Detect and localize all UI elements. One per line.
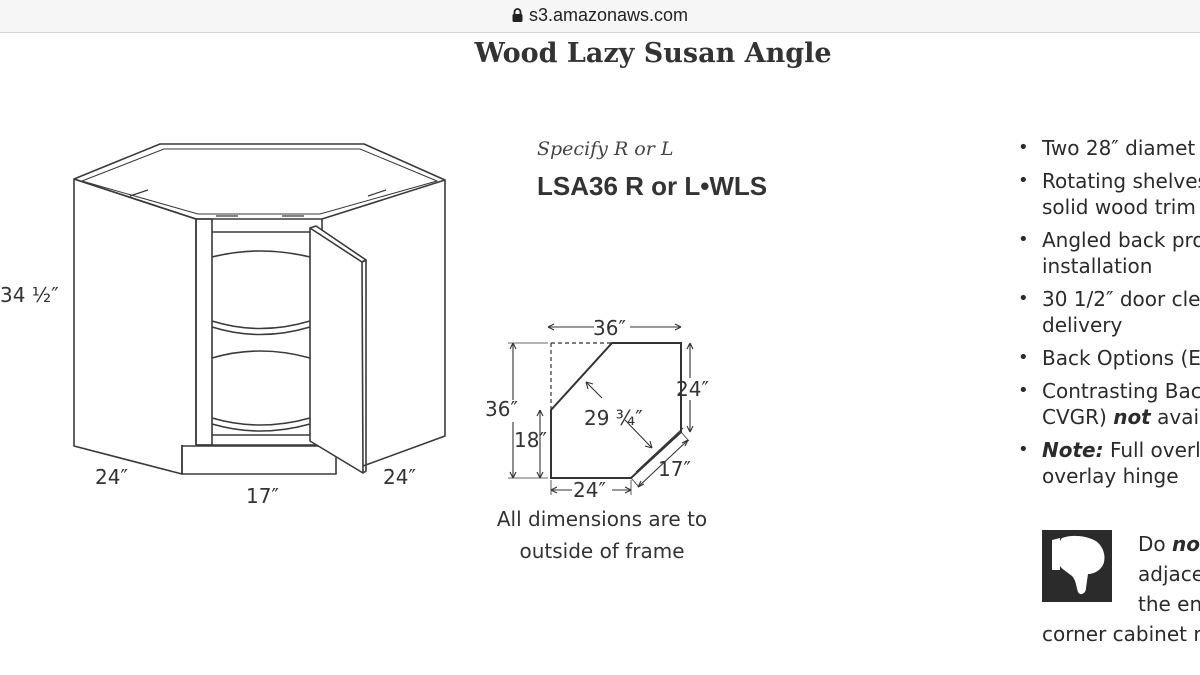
lock-icon [512, 8, 523, 22]
page-title: Wood Lazy Susan Angle [474, 38, 832, 69]
plan-bottom-dim: 24″ [573, 478, 606, 500]
warning-line-3: the en [1138, 592, 1200, 616]
browser-address-bar[interactable]: s3.amazonaws.com [0, 0, 1200, 33]
right-width-dim: 24″ [383, 465, 416, 489]
warning-line-1: Do no [1138, 532, 1200, 556]
plan-right-dim: 24″ [676, 377, 709, 401]
thumbs-down-icon [1042, 530, 1112, 602]
feature-item: • Contrasting Bac CVGR) not avai [1018, 379, 1200, 429]
feature-item: • Rotating shelves solid wood trim [1018, 169, 1200, 219]
dimension-note-line-1: All dimensions are to [496, 507, 708, 531]
feature-item: • Note: Full overla overlay hinge [1018, 438, 1200, 488]
plan-diagonal-dim: 29 ¾″ [584, 406, 643, 430]
front-width-dim: 17″ [246, 484, 279, 508]
plan-top-dim: 36″ [593, 316, 626, 340]
dimension-note: All dimensions are to outside of frame [472, 503, 732, 567]
cabinet-illustration: 34 ½″ 24″ 17″ 24″ [0, 143, 446, 508]
plan-diagram: 36″ 36″ 24″ 29 ¾″ 18″ 17″ 24″ [485, 316, 709, 500]
plan-angled-dim: 17″ [658, 457, 691, 481]
feature-list: • Two 28″ diamet • Rotating shelves soli… [1018, 135, 1200, 496]
left-width-dim: 24″ [95, 465, 128, 489]
specify-note: Specify R or L [537, 138, 674, 160]
feature-item: • Angled back pro installation [1018, 228, 1200, 278]
warning-line-4: corner cabinet r [1042, 622, 1200, 646]
warning-note: Do no adjace the en corner cabinet r [1042, 530, 1200, 650]
feature-item: • 30 1/2″ door cle delivery [1018, 287, 1200, 337]
dimension-note-line-2: outside of frame [519, 539, 685, 563]
model-number: LSA36 R or L•WLS [537, 171, 768, 201]
url-display[interactable]: s3.amazonaws.com [0, 5, 1200, 26]
warning-line-2: adjace [1138, 562, 1200, 586]
plan-lower-left-dim: 18″ [514, 428, 547, 452]
url-text: s3.amazonaws.com [528, 5, 689, 25]
height-dim: 34 ½″ [0, 283, 59, 307]
feature-item: • Two 28″ diamet [1018, 136, 1196, 160]
feature-item: • Back Options (E [1018, 346, 1200, 370]
plan-left-dim: 36″ [485, 397, 518, 421]
